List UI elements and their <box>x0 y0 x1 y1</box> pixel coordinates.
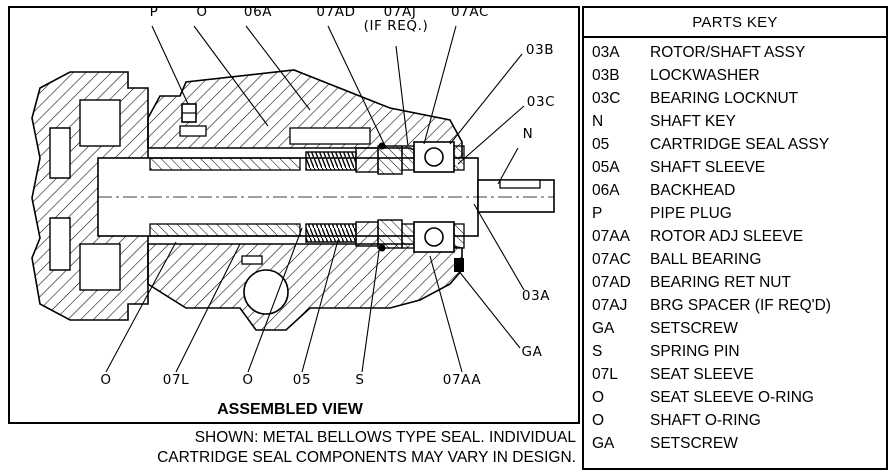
part-code: 03B <box>592 66 620 84</box>
parts-key-row: 07AA ROTOR ADJ SLEEVE <box>584 225 886 248</box>
part-code: N <box>592 112 604 130</box>
part-description: BACKHEAD <box>650 181 736 199</box>
parts-key-row: GA SETSCREW <box>584 317 886 340</box>
leader-lines <box>105 25 525 373</box>
view-title: ASSEMBLED VIEW <box>217 401 363 418</box>
part-code: 07AA <box>592 227 630 245</box>
callout-07aa: 07AA <box>442 372 482 388</box>
part-description: SHAFT O-RING <box>650 411 761 429</box>
part-code: 07L <box>592 365 618 383</box>
callout-07ad: 07AD <box>316 4 356 20</box>
parts-key-row: 03B LOCKWASHER <box>584 64 886 87</box>
parts-key-row: N SHAFT KEY <box>584 110 886 133</box>
drawing-caption: SHOWN: METAL BELLOWS TYPE SEAL. INDIVIDU… <box>157 428 576 468</box>
part-description: BEARING RET NUT <box>650 273 791 291</box>
part-description: BEARING LOCKNUT <box>650 89 799 107</box>
parts-key-row: 07L SEAT SLEEVE <box>584 363 886 386</box>
part-description: CARTRIDGE SEAL ASSY <box>650 135 830 153</box>
callout-03c: 03C <box>526 94 556 110</box>
part-description: SETSCREW <box>650 434 738 452</box>
callout-s: S <box>355 372 365 388</box>
caption-line-1: SHOWN: METAL BELLOWS TYPE SEAL. INDIVIDU… <box>194 429 576 446</box>
callout-07aj: 07AJ <box>383 4 417 20</box>
parts-key-row: 06A BACKHEAD <box>584 179 886 202</box>
parts-key-row: 05A SHAFT SLEEVE <box>584 156 886 179</box>
parts-key-title: PARTS KEY <box>584 8 886 38</box>
parts-key-list: 03A ROTOR/SHAFT ASSY 03B LOCKWASHER 03C BEARI… <box>584 41 886 455</box>
callout-o-bottom-left: O <box>100 372 112 388</box>
part-code: 07AC <box>592 250 631 268</box>
part-code: GA <box>592 319 615 337</box>
callout-07ac: 07AC <box>450 4 490 20</box>
part-code: GA <box>592 434 615 452</box>
parts-key-row: 07AC BALL BEARING <box>584 248 886 271</box>
parts-key-row: S SPRING PIN <box>584 340 886 363</box>
parts-key-row: 05 CARTRIDGE SEAL ASSY <box>584 133 886 156</box>
part-description: SHAFT SLEEVE <box>650 158 766 176</box>
parts-key-row: 03C BEARING LOCKNUT <box>584 87 886 110</box>
part-code: 03C <box>592 89 621 107</box>
parts-key-row: GA SETSCREW <box>584 432 886 455</box>
callout-o-top: O <box>196 4 208 20</box>
part-description: SETSCREW <box>650 319 738 337</box>
parts-key-row: O SHAFT O-RING <box>584 409 886 432</box>
part-code: 03A <box>592 43 620 61</box>
pipe-plug <box>181 103 197 123</box>
part-description: ROTOR/SHAFT ASSY <box>650 43 806 61</box>
part-code: 05A <box>592 158 620 176</box>
callout-07l: 07L <box>162 372 190 388</box>
parts-key-row: 03A ROTOR/SHAFT ASSY <box>584 41 886 64</box>
part-code: 05 <box>592 135 610 153</box>
part-code: P <box>592 204 603 222</box>
callout-05: 05 <box>292 372 312 388</box>
pump-casing <box>31 71 149 321</box>
part-code: O <box>592 388 605 406</box>
part-code: 07AJ <box>592 296 628 314</box>
shaft-sleeve <box>149 157 301 237</box>
callout-p: P <box>149 4 159 20</box>
callout-n: N <box>522 126 534 142</box>
part-description: SEAT SLEEVE O-RING <box>650 388 814 406</box>
part-description: LOCKWASHER <box>650 66 760 84</box>
parts-key-row: 07AJ BRG SPACER (IF REQ'D) <box>584 294 886 317</box>
callout-ga: GA <box>521 344 543 360</box>
part-description: SPRING PIN <box>650 342 740 360</box>
parts-key-table: PARTS KEY 03A ROTOR/SHAFT ASSY 03B LOCKWASH… <box>582 6 888 470</box>
callout-03a: 03A <box>521 288 551 304</box>
parts-key-row: P PIPE PLUG <box>584 202 886 225</box>
part-description: BALL BEARING <box>650 250 762 268</box>
callout-if-req: (IF REQ.) <box>363 18 429 34</box>
caption-line-2: CARTRIDGE SEAL COMPONENTS MAY VARY IN DE… <box>157 449 576 466</box>
callout-03b: 03B <box>525 42 555 58</box>
assembled-view-drawing <box>31 25 555 373</box>
part-code: S <box>592 342 603 360</box>
part-code: 07AD <box>592 273 631 291</box>
callout-06a: 06A <box>243 4 273 20</box>
backhead <box>147 69 463 331</box>
part-code: 06A <box>592 181 620 199</box>
parts-key-row: 07AD BEARING RET NUT <box>584 271 886 294</box>
part-description: ROTOR ADJ SLEEVE <box>650 227 804 245</box>
callout-o-bottom-mid: O <box>242 372 254 388</box>
parts-key-row: O SEAT SLEEVE O-RING <box>584 386 886 409</box>
part-description: BRG SPACER (IF REQ'D) <box>650 296 831 314</box>
part-code: O <box>592 411 605 429</box>
part-description: SHAFT KEY <box>650 112 736 130</box>
part-description: PIPE PLUG <box>650 204 732 222</box>
drawing-frame <box>8 6 580 424</box>
ball-bearing <box>401 141 465 272</box>
part-description: SEAT SLEEVE <box>650 365 754 383</box>
